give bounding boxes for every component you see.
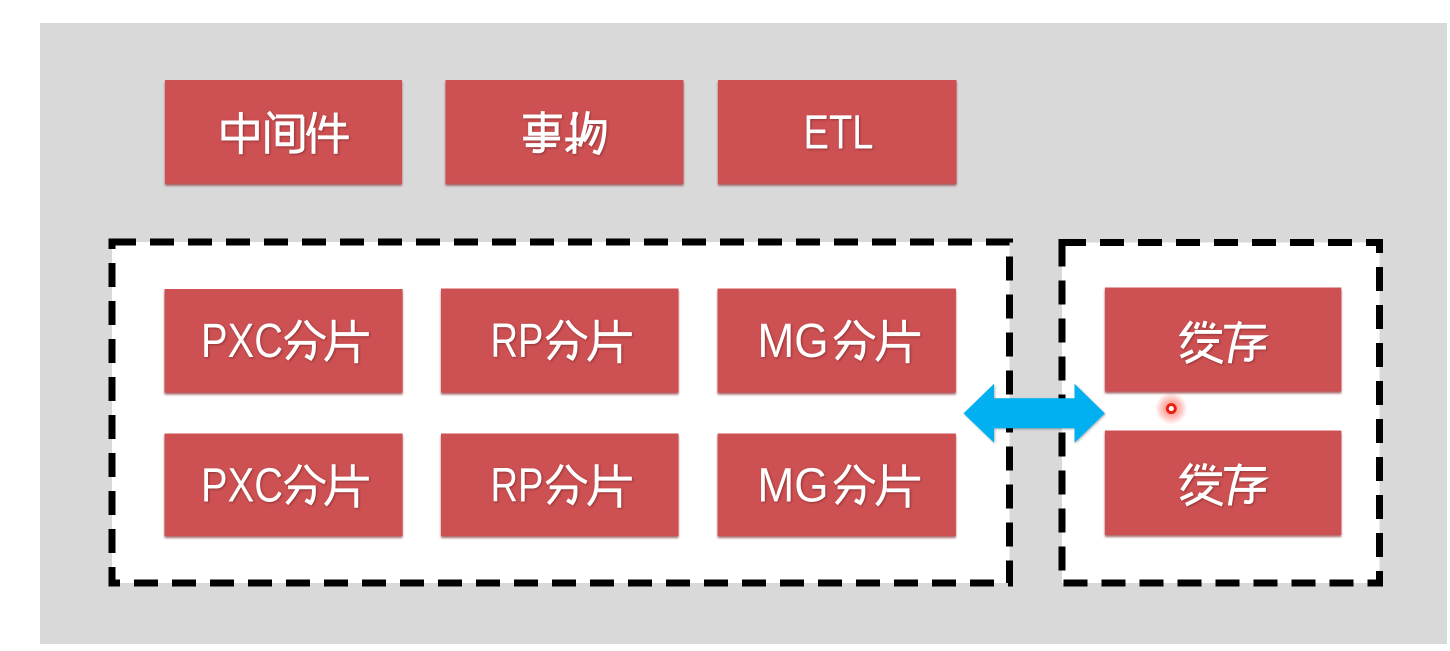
- svg-text:PXC: PXC: [201, 460, 283, 513]
- svg-text:RP: RP: [491, 315, 544, 368]
- svg-text:RP: RP: [491, 460, 544, 513]
- svg-text:ETL: ETL: [804, 107, 874, 160]
- svg-text:MG: MG: [758, 315, 829, 368]
- svg-text:MG: MG: [758, 460, 829, 513]
- svg-text:PXC: PXC: [201, 315, 283, 368]
